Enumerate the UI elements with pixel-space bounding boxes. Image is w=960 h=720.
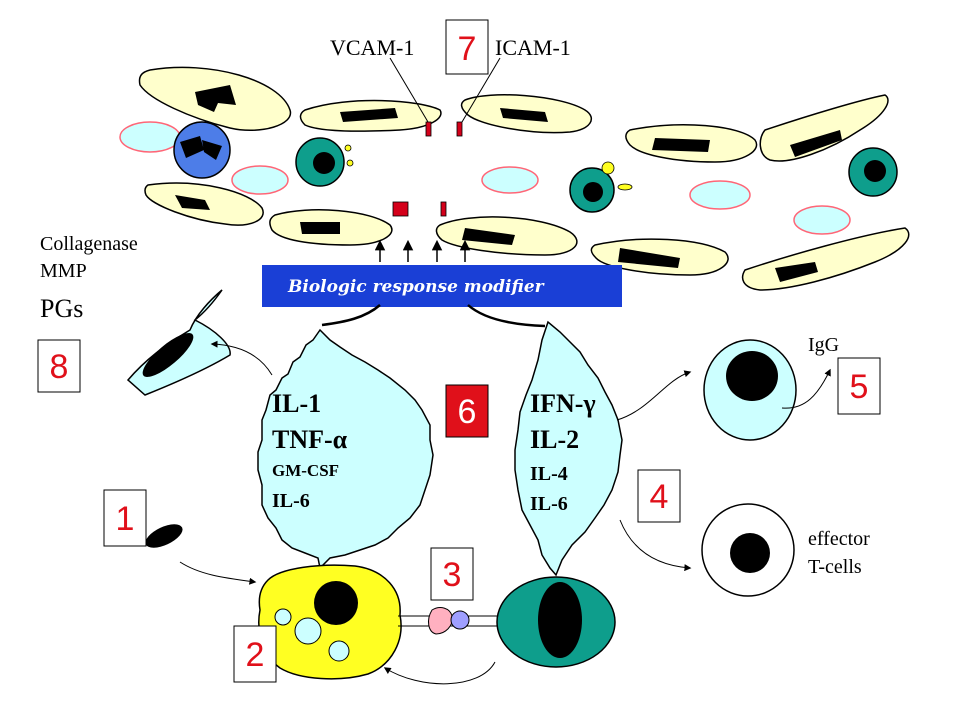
mhc-molecule [428,607,453,635]
antigen [145,524,183,548]
arrow [383,661,496,685]
red-blood-cells [119,121,851,235]
endothelial-cell [269,209,393,246]
igg-label: IgG [808,334,839,356]
fibroblast-products: Collagenase MMP PGs [40,233,138,323]
fibroblast [126,289,231,396]
tcell-cytokine-3: IL-4 [530,463,568,485]
step-1-badge: 1 [103,489,147,547]
endothelial-cell [590,238,729,276]
arrow [616,370,692,421]
vcam-marker [392,201,409,217]
tcell-cytokine-4: IL-6 [530,493,568,515]
biologic-response-modifier-banner: Biologic response modifier [262,265,622,307]
step-8-badge: 8 [37,339,81,393]
arrow [210,340,273,376]
effector-label-1: effector [808,528,870,550]
effector-t-cell [701,503,795,597]
endothelial-cell [435,216,578,256]
adhesion-molecules: VCAM-1 ICAM-1 [330,35,571,217]
effector-label-2: T-cells [808,556,862,578]
macrophage-cytokine-cloud: IL-1 TNF-α GM-CSF IL-6 [257,328,434,570]
endothelial-cell [625,124,758,163]
endothelium [138,66,910,291]
step-6-number: 6 [458,393,477,431]
arrow [619,519,692,572]
neutrophil [173,121,231,179]
step-4-number: 4 [650,478,669,516]
arrow [781,368,831,409]
step-3-number: 3 [443,556,462,594]
tcell-cytokine-2: IL-2 [530,425,579,454]
endothelial-cell [759,94,889,162]
step-5-badge: 5 [837,357,881,415]
tcell-cytokine-cloud: IFN-γ IL-2 IL-4 IL-6 [514,320,623,577]
icam-marker [456,121,463,137]
step-1-number: 1 [116,500,135,538]
step-2-number: 2 [246,636,265,674]
arrow [179,561,257,585]
fibroblast-product-2: MMP [40,260,87,282]
step-3-badge: 3 [430,547,474,601]
icam-marker [440,201,447,217]
endothelial-cell [460,94,592,134]
tcell-cytokine-1: IFN-γ [530,389,596,418]
fibroblast-product-1: Collagenase [40,233,138,255]
endothelial-cell [741,227,910,291]
step-6-badge: 6 [445,384,489,438]
endothelial-cell [138,66,292,132]
step-2-badge: 2 [233,625,277,683]
macrophage-cytokine-2: TNF-α [272,425,348,454]
red-blood-cell [231,165,289,195]
step-4-badge: 4 [637,469,681,523]
macrophage-cytokine-1: IL-1 [272,389,321,418]
red-blood-cell [793,205,851,235]
step-8-number: 8 [50,348,69,386]
b-cell [703,339,797,441]
monocyte [295,137,354,187]
banner-text: Biologic response modifier [287,277,545,297]
t-cell [496,576,616,668]
red-blood-cell [119,121,181,153]
icam-label: ICAM-1 [495,35,571,60]
endothelial-cell [299,99,442,132]
step-7-badge: 7 [445,19,489,75]
fibroblast-product-3: PGs [40,294,83,323]
step-7-number: 7 [458,30,477,68]
red-blood-cell [481,166,539,194]
monocyte [848,147,898,197]
vcam-label: VCAM-1 [330,35,414,60]
immune-synapse [398,607,500,635]
step-5-number: 5 [850,368,869,406]
macrophage-cytokine-4: IL-6 [272,490,310,512]
monocyte [569,161,633,213]
macrophage-cytokine-3: GM-CSF [272,461,339,480]
tcr-molecule [450,610,470,630]
macrophage [258,564,402,680]
red-blood-cell [689,180,751,210]
endothelial-cell [144,182,264,226]
vcam-marker [425,121,432,137]
